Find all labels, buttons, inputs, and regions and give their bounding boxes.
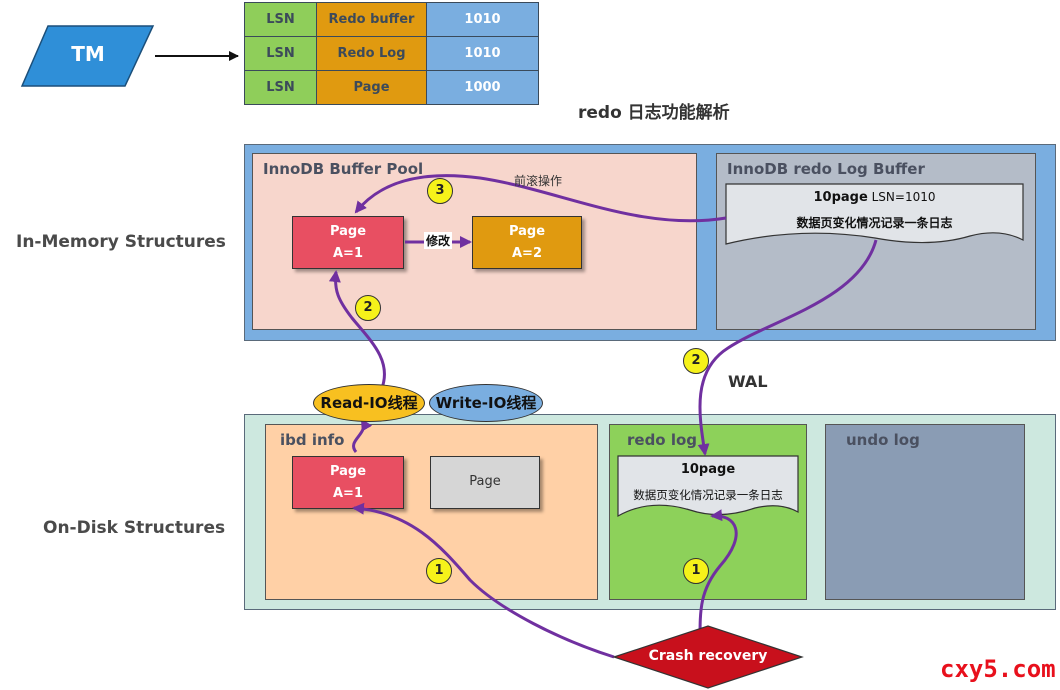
wal-arrow	[697, 239, 878, 456]
lsn-name-cell: Page	[316, 70, 427, 105]
badge-roll-forward: 3	[427, 178, 453, 204]
lsn-value-cell: 1010	[426, 36, 539, 71]
page-value: A=1	[333, 486, 363, 501]
read-io-thread: Read-IO线程	[313, 384, 425, 422]
redo-log-entry-line2: 数据页变化情况记录一条日志	[633, 488, 783, 502]
log-buffer-entry-page: 10page	[813, 190, 868, 205]
page-name: Page	[329, 464, 367, 479]
log-buffer-entry-line2: 数据页变化情况记录一条日志	[796, 216, 953, 230]
ibd-page-2: Page	[430, 456, 540, 509]
buffer-page-before: Page A=1	[292, 216, 404, 269]
recovery-to-redo-arrow	[698, 509, 738, 641]
wal-label: WAL	[728, 372, 768, 391]
diagram-title: redo 日志功能解析	[578, 103, 730, 123]
log-buffer-entry-lsn: LSN=1010	[867, 190, 936, 204]
redo-log-title: redo log	[627, 431, 698, 449]
write-io-thread: Write-IO线程	[429, 384, 543, 422]
lsn-table: LSN Redo buffer 1010 LSN Redo Log 1010 L…	[244, 2, 539, 105]
crash-recovery-diamond	[612, 625, 804, 689]
recovery-to-ibd-arrow	[352, 502, 615, 659]
read-io-arrow	[328, 270, 386, 389]
undo-log-box: undo log	[825, 424, 1025, 600]
on-disk-label: On-Disk Structures	[43, 518, 226, 538]
buffer-pool-title: InnoDB Buffer Pool	[263, 160, 424, 178]
lsn-name-cell: Redo Log	[316, 36, 427, 71]
tm-label: TM	[71, 42, 105, 66]
badge-recovery-ibd: 1	[426, 558, 452, 584]
watermark: cxy5.com	[940, 655, 1056, 683]
roll-forward-arrow	[354, 174, 727, 223]
log-buffer-entry-line1: 10page LSN=1010	[726, 190, 1023, 205]
log-buffer-title: InnoDB redo Log Buffer	[727, 160, 925, 178]
table-row: LSN Page 1000	[244, 70, 539, 105]
ibd-to-read-arrow	[352, 418, 373, 453]
lsn-value-cell: 1000	[426, 70, 539, 105]
modify-label: 修改	[424, 232, 453, 249]
buffer-page-after: Page A=2	[472, 216, 582, 269]
ibd-title: ibd info	[280, 431, 345, 449]
page-value: A=1	[333, 246, 363, 261]
page-name: Page	[508, 224, 546, 239]
page-value: A=2	[512, 246, 542, 261]
tm-shape	[20, 25, 155, 87]
undo-log-title: undo log	[846, 431, 920, 449]
log-buffer-entry-shape	[725, 183, 1024, 245]
ibd-page-1: Page A=1	[292, 456, 404, 509]
badge-recovery-redo: 1	[683, 558, 709, 584]
lsn-key-cell: LSN	[244, 70, 317, 105]
table-row: LSN Redo buffer 1010	[244, 2, 539, 37]
lsn-name-cell: Redo buffer	[316, 2, 427, 37]
lsn-key-cell: LSN	[244, 36, 317, 71]
crash-recovery-label: Crash recovery	[648, 648, 768, 664]
table-row: LSN Redo Log 1010	[244, 36, 539, 71]
badge-wal: 2	[683, 348, 709, 374]
page-name: Page	[329, 224, 367, 239]
lsn-value-cell: 1010	[426, 2, 539, 37]
page-name: Page	[469, 474, 501, 489]
in-memory-label: In-Memory Structures	[16, 232, 226, 252]
badge-read-io: 2	[355, 295, 381, 321]
roll-forward-label: 前滚操作	[514, 174, 563, 188]
redo-log-entry-line1: 10page	[680, 462, 736, 477]
